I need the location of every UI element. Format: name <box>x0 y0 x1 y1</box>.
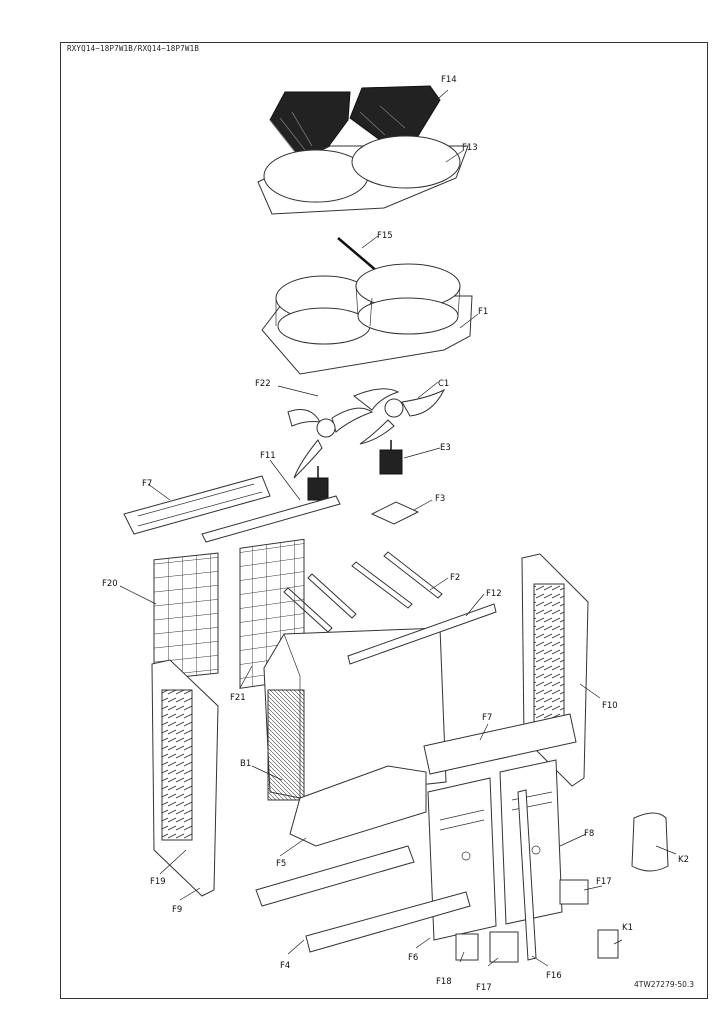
bottom-frame-part <box>289 765 427 847</box>
top-rail-part <box>347 603 497 665</box>
callout-F21: F21 <box>230 693 246 703</box>
callout-B1: B1 <box>240 759 251 769</box>
side-wire-guard-part <box>153 552 219 681</box>
vertical-strip-part <box>517 789 537 961</box>
callout-F19: F19 <box>150 877 166 887</box>
callout-F17-bottom: F17 <box>476 983 492 993</box>
foot-rail-parts <box>255 845 471 953</box>
bell-mouth-part <box>261 263 473 375</box>
callout-F16: F16 <box>546 971 562 981</box>
support-rod-part <box>337 237 379 273</box>
heat-exchanger-part <box>263 627 447 801</box>
callout-F20: F20 <box>102 579 118 589</box>
callout-F10: F10 <box>602 701 618 711</box>
callout-F11: F11 <box>260 451 276 461</box>
bag-part <box>631 812 669 872</box>
stay-parts <box>283 551 443 633</box>
motor-support-rail-part <box>201 495 341 543</box>
motor-bracket-part <box>370 501 420 525</box>
callout-K2: K2 <box>678 855 689 865</box>
callout-F17-right: F17 <box>596 877 612 887</box>
callout-F2: F2 <box>450 573 460 583</box>
plate-part <box>489 931 519 963</box>
callout-F13: F13 <box>462 143 478 153</box>
plate-part-right <box>559 879 589 905</box>
callout-F1: F1 <box>478 307 488 317</box>
callout-F12: F12 <box>486 589 502 599</box>
callout-F7-lower: F7 <box>482 713 492 723</box>
front-panel-parts <box>427 759 563 941</box>
callout-F9: F9 <box>172 905 182 915</box>
callout-K1: K1 <box>622 923 633 933</box>
front-lower-panel-part <box>423 713 577 775</box>
callout-F18: F18 <box>436 977 452 987</box>
callout-F14: F14 <box>441 75 457 85</box>
callout-F5: F5 <box>276 859 286 869</box>
fan-guard-part <box>269 85 441 159</box>
fan-motor-part <box>307 440 403 501</box>
left-side-panel-part <box>151 659 219 897</box>
callout-F3: F3 <box>435 494 445 504</box>
top-plate-part <box>257 135 469 215</box>
callout-E3: E3 <box>440 443 451 453</box>
document-number: 4TW27279-50.3 <box>634 980 695 989</box>
drawing-frame <box>60 42 708 999</box>
callout-C1: C1 <box>438 379 449 389</box>
label-sheet-part <box>597 929 619 959</box>
propeller-fan-part <box>287 388 446 479</box>
service-lid-part <box>455 933 479 961</box>
leader-lines <box>119 89 677 967</box>
callout-F8: F8 <box>584 829 594 839</box>
callout-F22: F22 <box>255 379 271 389</box>
model-header: RXYQ14~18P7W1B/RXQ14~18P7W1B <box>67 44 200 53</box>
callout-F7-top: F7 <box>142 479 152 489</box>
callout-labels: F14 F13 F15 F1 F22 C1 E3 F11 F7 F3 F20 F… <box>102 75 689 993</box>
callout-F6: F6 <box>408 953 418 963</box>
callout-F4: F4 <box>280 961 290 971</box>
callout-F15: F15 <box>377 231 393 241</box>
